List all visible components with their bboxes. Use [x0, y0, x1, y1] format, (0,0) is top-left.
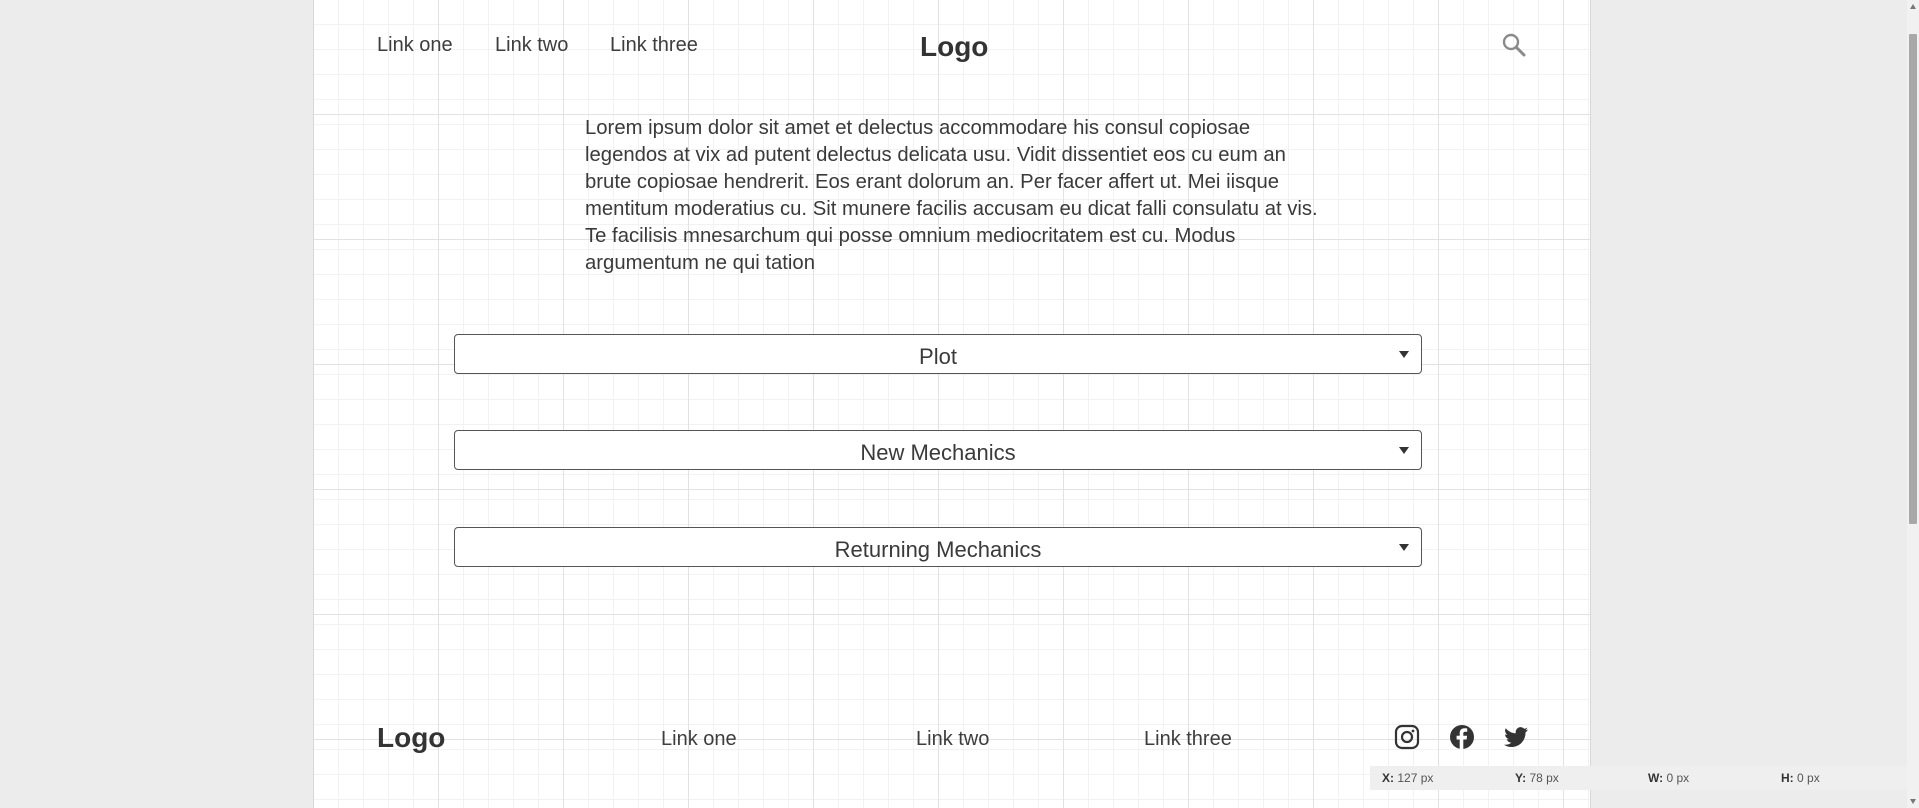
nav-link-one[interactable]: Link one — [377, 34, 453, 56]
caret-down-icon — [1399, 447, 1409, 454]
twitter-icon[interactable] — [1503, 724, 1529, 750]
facebook-icon[interactable] — [1449, 724, 1475, 750]
caret-down-icon — [1399, 351, 1409, 358]
wireframe-canvas: Link one Link two Link three Logo Lorem … — [314, 0, 1590, 808]
dropdown-plot[interactable]: Plot — [454, 334, 1422, 374]
dropdown-returning-mechanics[interactable]: Returning Mechanics — [454, 527, 1422, 567]
caret-down-icon — [1399, 544, 1409, 551]
instagram-icon[interactable] — [1394, 724, 1420, 750]
y-readout: Y: 78 px — [1515, 771, 1559, 785]
h-readout: H: 0 px — [1781, 771, 1820, 785]
w-readout: W: 0 px — [1648, 771, 1690, 785]
x-readout: X: 127 px — [1382, 771, 1434, 785]
scroll-thumb[interactable] — [1909, 34, 1917, 524]
dropdown-new-mechanics[interactable]: New Mechanics — [454, 430, 1422, 470]
scroll-down-icon[interactable] — [1910, 799, 1916, 804]
footer-logo[interactable]: Logo — [377, 722, 446, 753]
body-paragraph: Lorem ipsum dolor sit amet et delectus a… — [585, 117, 1318, 274]
measurement-statusbar: X: 127 px Y: 78 px W: 0 px H: 0 px — [1370, 766, 1910, 790]
dropdown-label: Returning Mechanics — [834, 537, 1042, 562]
header-logo[interactable]: Logo — [920, 31, 989, 62]
footer-link-one[interactable]: Link one — [661, 728, 737, 750]
search-icon[interactable] — [1501, 32, 1527, 58]
nav-link-three[interactable]: Link three — [610, 34, 698, 56]
footer-link-three[interactable]: Link three — [1144, 728, 1232, 750]
dropdown-label: Plot — [919, 344, 957, 369]
vertical-scrollbar[interactable] — [1907, 0, 1919, 808]
header: Link one Link two Link three Logo — [314, 0, 1590, 94]
nav-link-two[interactable]: Link two — [495, 34, 569, 56]
dropdown-label: New Mechanics — [860, 440, 1016, 465]
footer-link-two[interactable]: Link two — [916, 728, 990, 750]
scroll-up-icon[interactable] — [1910, 4, 1916, 9]
